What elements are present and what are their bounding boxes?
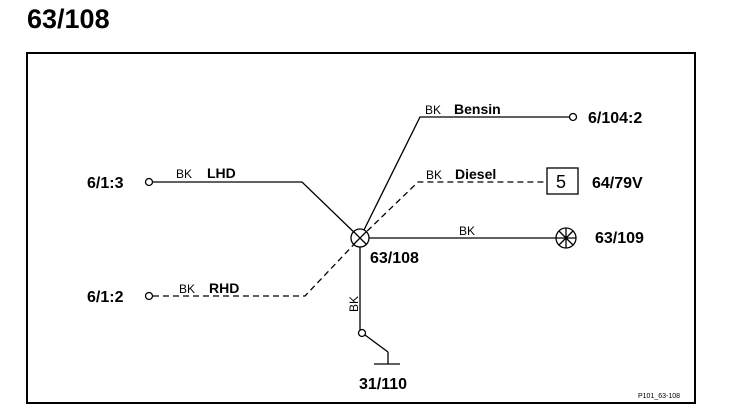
wire-rhd	[153, 237, 361, 297]
junction-icon	[350, 228, 370, 248]
wire-bensin-name: Bensin	[454, 101, 501, 117]
wire-lamp-color: BK	[459, 224, 475, 238]
connector-bottom-label: 31/110	[359, 376, 407, 393]
wire-bensin-color: BK	[425, 103, 441, 117]
ground-link	[364, 334, 389, 353]
connector-lamp-label: 63/109	[595, 230, 644, 247]
box-number: 5	[556, 172, 566, 192]
connector-left-lower-pin[interactable]	[144, 291, 154, 301]
ground-symbol	[374, 352, 400, 365]
wire-rhd-color: BK	[179, 282, 195, 296]
wire-down-color: BK	[347, 296, 361, 312]
footer-code: P101_63-108	[638, 393, 680, 400]
page-title: 63/108	[27, 4, 110, 34]
wire-diesel-name: Diesel	[455, 166, 496, 182]
wire-lhd-name: LHD	[207, 165, 236, 181]
connector-top-right-label: 6/104:2	[588, 110, 642, 127]
diagram-frame	[26, 52, 696, 404]
connector-top-right-pin[interactable]	[568, 112, 578, 122]
wire-diesel	[359, 181, 546, 239]
connector-left-upper-label: 6/1:3	[87, 175, 124, 192]
wire-lhd-color: BK	[176, 167, 192, 181]
connector-left-upper-pin[interactable]	[144, 177, 154, 187]
connector-left-lower-label: 6/1:2	[87, 289, 124, 306]
connector-box-label: 64/79V	[592, 175, 643, 192]
connector-box[interactable]	[546, 167, 579, 195]
wire-rhd-name: RHD	[209, 280, 239, 296]
wire-lhd	[153, 181, 361, 239]
wire-diesel-color: BK	[426, 168, 442, 182]
connector-bottom-pin[interactable]	[357, 328, 367, 338]
lamp-icon[interactable]	[555, 227, 577, 249]
wire-bensin	[359, 116, 569, 239]
ground-point-label: 63/108	[370, 250, 419, 267]
